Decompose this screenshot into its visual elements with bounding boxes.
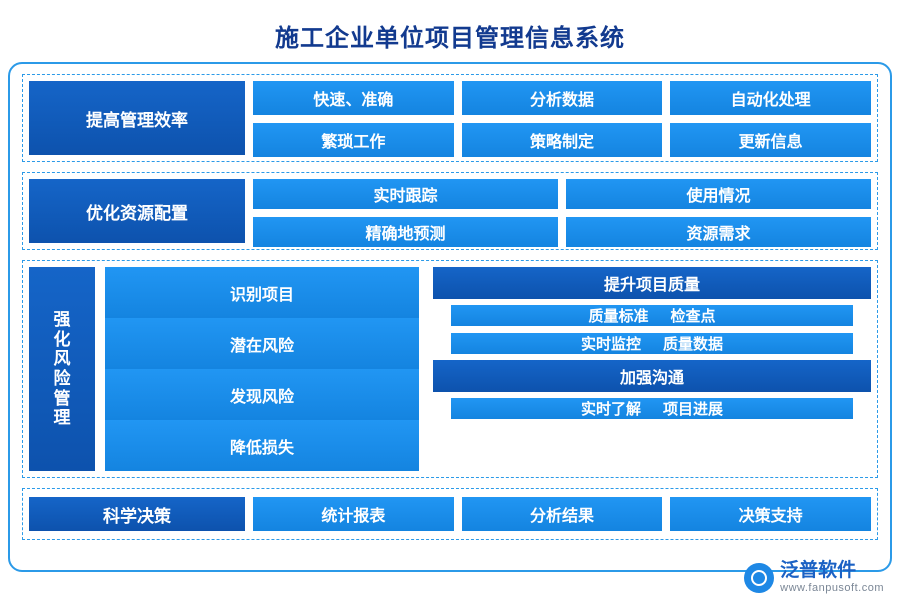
quality-items-list: 质量标准 检查点 实时监控 质量数据 <box>433 299 871 360</box>
cell-discover-risk[interactable]: 发现风险 <box>105 369 419 420</box>
section-label-scientific-decision: 科学决策 <box>29 497 245 531</box>
section-optimize-resources: 优化资源配置 实时跟踪 使用情况 精确地预测 资源需求 <box>22 172 878 250</box>
cell-usage-status[interactable]: 使用情况 <box>566 179 871 209</box>
cell-identify-project[interactable]: 识别项目 <box>105 267 419 318</box>
section-label-improve-efficiency: 提高管理效率 <box>29 81 245 155</box>
cell-accurate-forecast[interactable]: 精确地预测 <box>253 217 558 247</box>
cell-reduce-loss[interactable]: 降低损失 <box>105 420 419 471</box>
band-header-communication: 加强沟通 <box>433 360 871 392</box>
brand-url: www.fanpusoft.com <box>780 581 884 594</box>
label-realtime-understand: 实时了解 <box>580 401 641 418</box>
cell-update-info[interactable]: 更新信息 <box>670 123 872 157</box>
cell-statistical-report[interactable]: 统计报表 <box>253 497 454 531</box>
section-scientific-decision: 科学决策 统计报表 分析结果 决策支持 <box>22 488 878 540</box>
globe-icon <box>744 562 775 593</box>
section-label-risk-management: 强化风险管理 <box>29 267 95 471</box>
cell-potential-risk[interactable]: 潜在风险 <box>105 318 419 369</box>
label-project-progress: 项目进展 <box>663 401 724 418</box>
band-header-quality: 提升项目质量 <box>433 267 871 299</box>
brand-name: 泛普软件 <box>780 560 857 582</box>
label-quality-data: 质量数据 <box>663 336 724 353</box>
cell-row-bottom: 繁琐工作 策略制定 更新信息 <box>253 123 872 157</box>
cell-fast-accurate[interactable]: 快速、准确 <box>253 81 454 115</box>
cell-decision-support[interactable]: 决策支持 <box>670 497 872 531</box>
diagram-outer-frame: 提高管理效率 快速、准确 分析数据 自动化处理 繁琐工作 策略制定 更新信息 优… <box>8 62 892 572</box>
section-improve-efficiency: 提高管理效率 快速、准确 分析数据 自动化处理 繁琐工作 策略制定 更新信息 <box>22 74 878 162</box>
cell-resource-demand[interactable]: 资源需求 <box>566 217 871 247</box>
cell-tedious-work[interactable]: 繁琐工作 <box>253 123 454 157</box>
section-cells-improve-efficiency: 快速、准确 分析数据 自动化处理 繁琐工作 策略制定 更新信息 <box>253 81 872 157</box>
section-cells-scientific-decision: 统计报表 分析结果 决策支持 <box>253 497 872 531</box>
label-quality-standard: 质量标准 <box>588 308 649 325</box>
section-cells-optimize-resources: 实时跟踪 使用情况 精确地预测 资源需求 <box>253 179 871 247</box>
label-realtime-monitoring: 实时监控 <box>580 336 641 353</box>
quality-and-communication-block: 提升项目质量 质量标准 检查点 实时监控 质量数据 <box>433 267 871 471</box>
label-checkpoint: 检查点 <box>670 308 716 325</box>
section-label-optimize-resources: 优化资源配置 <box>29 179 245 243</box>
cell-quality-standard-checkpoint[interactable]: 质量标准 检查点 <box>451 305 853 326</box>
cell-analyze-data[interactable]: 分析数据 <box>461 81 663 115</box>
cell-row-top: 快速、准确 分析数据 自动化处理 <box>253 81 872 115</box>
risk-items-list: 识别项目 潜在风险 发现风险 降低损失 <box>95 267 423 471</box>
page-title: 施工企业单位项目管理信息系统 <box>275 25 625 52</box>
risk-management-block: 强化风险管理 识别项目 潜在风险 发现风险 降低损失 <box>29 267 423 471</box>
cell-realtime-understand-project-progress[interactable]: 实时了解 项目进展 <box>451 398 853 419</box>
cell-realtime-tracking[interactable]: 实时跟踪 <box>253 179 558 209</box>
cell-analysis-result[interactable]: 分析结果 <box>461 497 663 531</box>
communication-items-list: 实时了解 项目进展 <box>433 392 871 425</box>
brand-text: 泛普软件 www.fanpusoft.com <box>780 560 884 594</box>
cell-realtime-monitor-quality-data[interactable]: 实时监控 质量数据 <box>451 333 853 354</box>
cell-automated-processing[interactable]: 自动化处理 <box>670 81 872 115</box>
section-risk-and-quality: 强化风险管理 识别项目 潜在风险 发现风险 降低损失 提升项目质量 质量标准 检… <box>22 260 878 478</box>
cell-row-top: 实时跟踪 使用情况 <box>253 179 871 209</box>
cell-strategy-making[interactable]: 策略制定 <box>461 123 663 157</box>
cell-row-bottom: 精确地预测 资源需求 <box>253 217 871 247</box>
brand-logo: 泛普软件 www.fanpusoft.com <box>744 560 884 594</box>
